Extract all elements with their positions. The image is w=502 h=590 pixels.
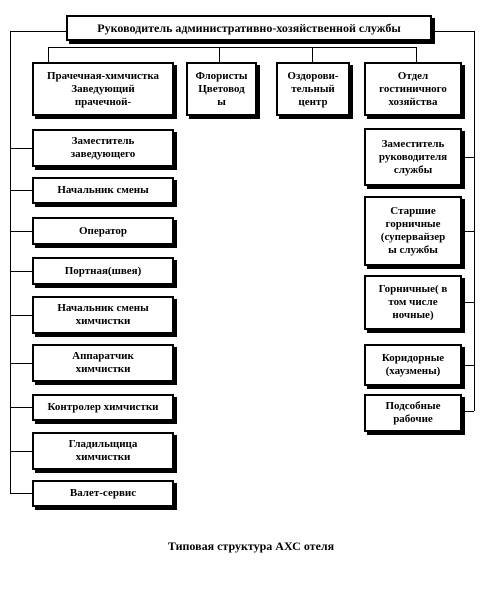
node-left-5: Начальник смены химчистки: [32, 296, 174, 334]
connector-root-left: [10, 31, 66, 32]
node-dept-laundry: Прачечная-химчистка Заведующий прачечной…: [32, 62, 174, 116]
node-left-8: Гладильщица химчистки: [32, 432, 174, 470]
node-left-6: Аппаратчик химчистки: [32, 344, 174, 382]
connector-left-4: [10, 271, 32, 272]
figure-caption: Типовая структура АХС отеля: [167, 539, 335, 553]
connector-left-3: [10, 231, 32, 232]
node-left-4: Портная(швея): [32, 257, 174, 285]
node-left-7: Контролер химчистки: [32, 394, 174, 421]
node-dept-health: Оздорови- тельный центр: [276, 62, 350, 116]
connector-dept-laundry: [48, 47, 49, 62]
connector-left-9: [10, 493, 32, 494]
connector-left-7: [10, 407, 32, 408]
connector-left-8: [10, 451, 32, 452]
node-right-3: Горничные( в том числе ночные): [364, 275, 462, 330]
node-dept-florists: Флористы Цветовод ы: [186, 62, 257, 116]
connector-left-6: [10, 363, 32, 364]
connector-dept-florists: [219, 47, 220, 62]
connector-right-4: [462, 365, 474, 366]
node-right-2: Старшие горничные (супервайзер ы службы: [364, 196, 462, 266]
node-right-1: Заместитель руководителя службы: [364, 128, 462, 186]
connector-left-5: [10, 315, 32, 316]
node-right-4: Коридорные (хаузмены): [364, 344, 462, 386]
connector-left-2: [10, 190, 32, 191]
connector-right-1: [462, 157, 474, 158]
node-left-1: Заместитель заведующего: [32, 129, 174, 167]
node-root: Руководитель административно-хозяйственн…: [66, 15, 432, 41]
connector-dept-housekeeping: [416, 47, 417, 62]
node-left-9: Валет-сервис: [32, 480, 174, 507]
connector-right-spine: [474, 31, 475, 411]
connector-left-spine: [10, 31, 11, 493]
node-left-2: Начальник смены: [32, 177, 174, 204]
node-dept-housekeeping: Отдел гостиничного хозяйства: [364, 62, 462, 116]
connector-right-3: [462, 302, 474, 303]
connector-root-right: [432, 31, 474, 32]
connector-right-2: [462, 231, 474, 232]
connector-dept-health: [312, 47, 313, 62]
connector-right-5: [462, 411, 474, 412]
node-right-5: Подсобные рабочие: [364, 394, 462, 432]
connector-left-1: [10, 148, 32, 149]
connector-dept-bar: [48, 47, 416, 48]
node-left-3: Оператор: [32, 217, 174, 245]
